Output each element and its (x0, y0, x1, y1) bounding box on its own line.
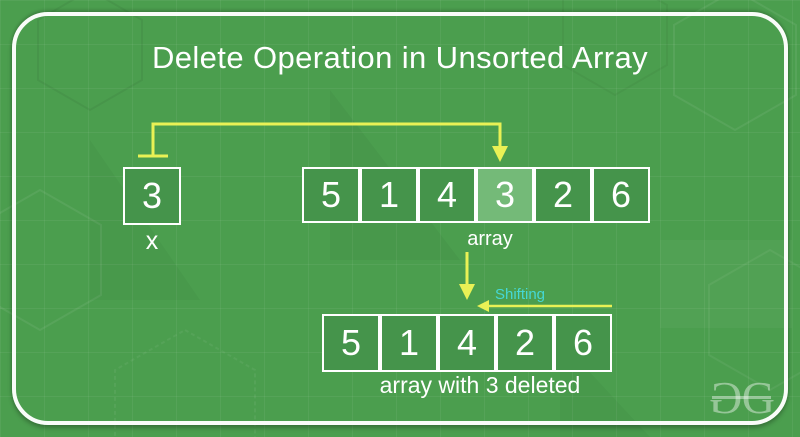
geeksforgeeks-logo: G G (711, 372, 775, 423)
array-before-label: array (467, 228, 513, 250)
page-title: Delete Operation in Unsorted Array (151, 40, 649, 75)
array-cell: 4 (418, 167, 476, 223)
array-cell: 6 (554, 314, 612, 372)
array-cell: 2 (496, 314, 554, 372)
element-box: 3 (123, 167, 181, 225)
array-cell: 5 (302, 167, 360, 223)
array-cell: 5 (322, 314, 380, 372)
array-cell: 2 (534, 167, 592, 223)
array-cell: 1 (380, 314, 438, 372)
array-cell: 6 (592, 167, 650, 223)
logo-g: G (741, 372, 775, 423)
element-value: 3 (141, 175, 163, 216)
shifting-label: Shifting (494, 286, 546, 303)
element-label: x (145, 227, 159, 255)
array-cell: 3 (476, 167, 534, 223)
array-cell: 4 (438, 314, 496, 372)
array-after-label: array with 3 deleted (379, 372, 581, 398)
array-cell: 1 (360, 167, 418, 223)
logo-crossbar (711, 396, 771, 399)
